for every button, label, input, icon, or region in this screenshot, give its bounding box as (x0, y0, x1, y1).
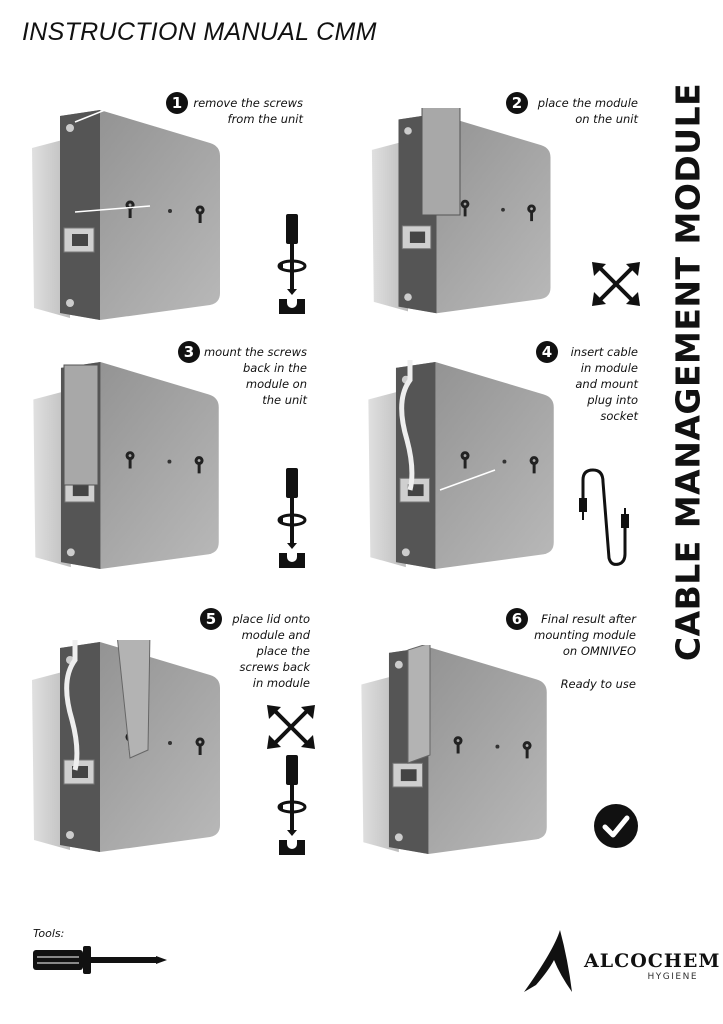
screwdriver-icon (277, 755, 307, 855)
step-3-line: module on (245, 377, 307, 391)
step-6-note: Ready to use (560, 677, 636, 691)
step-1-badge: 1 (166, 92, 188, 114)
move-arrows-icon (592, 262, 640, 306)
move-arrows-icon (267, 705, 315, 749)
step-4-text: insert cable in module and mount plug in… (571, 344, 638, 424)
step-2-text: place the module on the unit (538, 95, 638, 127)
step-5-line: place lid onto (232, 612, 310, 626)
step-2-line: on the unit (575, 112, 638, 126)
logo-sub: HYGIENE (647, 972, 698, 982)
unit-illustration-step-6 (358, 645, 558, 857)
step-2-badge: 2 (506, 92, 528, 114)
step-6-badge: 6 (506, 608, 528, 630)
step-3-badge: 3 (178, 341, 200, 363)
step-4-line: insert cable (570, 345, 638, 359)
page-title: INSTRUCTION MANUAL CMM (22, 18, 377, 46)
step-5-line: screws back (239, 660, 311, 674)
step-1-line: from the unit (227, 112, 303, 126)
step-4-line: plug into (587, 393, 638, 407)
step-4-line: in module (580, 361, 638, 375)
step-5-line: module and (241, 628, 310, 642)
step-5-badge: 5 (200, 608, 222, 630)
step-6-line: on OMNIVEO (562, 644, 636, 658)
unit-illustration-step-4 (365, 360, 565, 572)
cable-icon (579, 468, 629, 566)
screwdriver-tool-icon (33, 946, 167, 974)
step-5-text: place lid onto module and place the scre… (232, 611, 310, 691)
step-4-line: socket (600, 409, 638, 423)
step-5-line: in module (252, 676, 310, 690)
step-5-line: place the (256, 644, 310, 658)
unit-illustration-step-1 (30, 108, 230, 323)
step-1-line: remove the screws (193, 96, 303, 110)
step-1-text: remove the screws from the unit (193, 95, 303, 127)
logo-name: ALCOCHEM (584, 950, 721, 972)
step-3-line: the unit (262, 393, 307, 407)
side-title: CABLE MANAGEMENT MODULE (668, 82, 708, 662)
unit-illustration-step-2 (370, 108, 560, 320)
unit-illustration-step-3 (30, 360, 230, 572)
screwdriver-icon (277, 468, 307, 568)
unit-illustration-step-5 (30, 640, 230, 855)
alcochem-logo: ALCOCHEM HYGIENE (524, 930, 719, 992)
step-3-line: back in the (243, 361, 307, 375)
screwdriver-icon (277, 214, 307, 314)
step-4-line: and mount (575, 377, 638, 391)
step-6-line: Final result after (541, 612, 636, 626)
step-3-text: mount the screws back in the module on t… (204, 344, 307, 408)
logo-mark-icon (524, 930, 572, 992)
step-6-text: Final result after mounting module on OM… (534, 611, 636, 692)
checkmark-icon (594, 804, 638, 848)
step-4-badge: 4 (536, 341, 558, 363)
step-6-line: mounting module (534, 628, 636, 642)
step-2-line: place the module (537, 96, 638, 110)
step-3-line: mount the screws (203, 345, 307, 359)
tools-label: Tools: (33, 927, 65, 940)
